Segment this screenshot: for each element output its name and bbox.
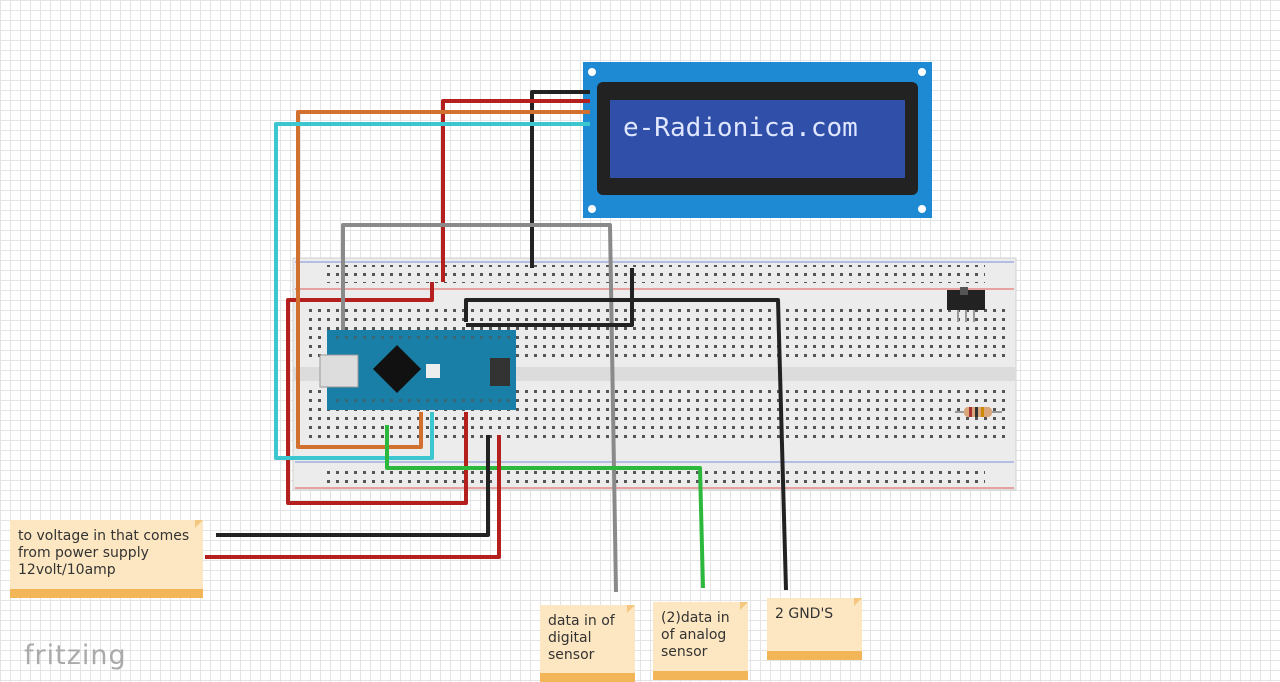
arduino-nano [319, 330, 516, 410]
wire-cyan-lcd[interactable] [274, 122, 590, 460]
note-text: to voltage in that comes from power supp… [18, 528, 190, 578]
note-text: 2 GND'S [775, 606, 834, 622]
wire-red-rail[interactable] [286, 282, 468, 505]
lcd-module: e-Radionica.com [583, 62, 932, 218]
note-text: data in of digital sensor [548, 613, 615, 663]
fritzing-logo: fritzing [24, 640, 127, 671]
note-text: (2)data in of analog sensor [661, 610, 730, 660]
note-digital-sensor[interactable]: data in of digital sensor [540, 605, 635, 682]
wire-gray-digital[interactable] [341, 223, 618, 593]
wire-black-rail[interactable] [466, 268, 634, 327]
wire-black-gnd[interactable] [464, 298, 788, 591]
slide-switch [947, 287, 985, 322]
top-power-rail [325, 265, 985, 283]
wire-orange-lcd[interactable] [296, 110, 590, 449]
note-power-supply[interactable]: to voltage in that comes from power supp… [10, 520, 203, 598]
usb-connector [319, 354, 359, 388]
lcd-display-text: e-Radionica.com [623, 113, 858, 143]
wire-black-lcd-gnd[interactable] [530, 90, 590, 268]
wire-green-analog[interactable] [385, 425, 705, 589]
icsp-header [490, 358, 510, 386]
wire-black-power[interactable] [216, 435, 490, 537]
microcontroller-chip [372, 344, 422, 394]
note-gnd[interactable]: 2 GND'S [767, 598, 862, 660]
wire-red-power[interactable] [205, 435, 501, 559]
wire-red-lcd-vcc[interactable] [441, 99, 590, 282]
note-analog-sensor[interactable]: (2)data in of analog sensor [653, 602, 748, 680]
resistor [955, 407, 1002, 417]
